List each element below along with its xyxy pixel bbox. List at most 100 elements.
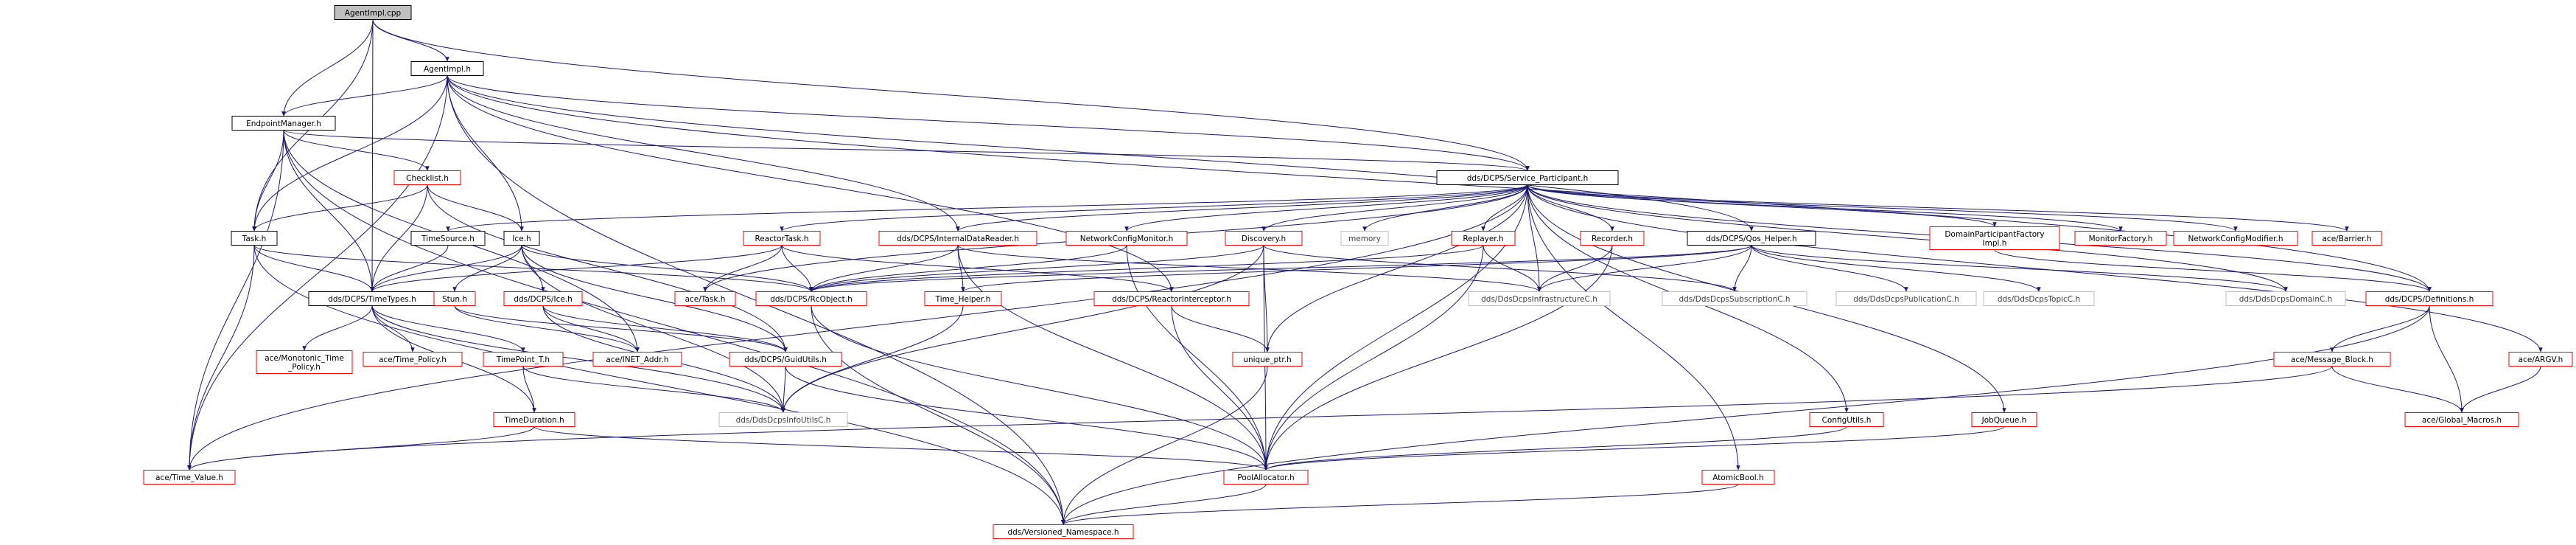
node-replayer-h[interactable]: Replayer.h bbox=[1451, 231, 1516, 246]
node-monitorfactory-h[interactable]: MonitorFactory.h bbox=[2074, 231, 2167, 246]
edge-ice_h-to-ddsdcpsinfoutilsc_h bbox=[521, 245, 785, 413]
node-box bbox=[433, 291, 476, 306]
node-agentimpl-h[interactable]: AgentImpl.h bbox=[410, 61, 484, 76]
edge-timepoint_t_h-to-timeduration_h bbox=[522, 366, 536, 413]
node-box bbox=[1983, 291, 2095, 306]
edge-agentimpl_cpp-to-agentimpl_h bbox=[372, 19, 449, 62]
node-label: dds/DdsDcpsSubscriptionC.h bbox=[1679, 295, 1790, 304]
node-networkconfigmodifier-h[interactable]: NetworkConfigModifier.h bbox=[2173, 231, 2298, 246]
node-atomicbool-h[interactable]: AtomicBool.h bbox=[1701, 470, 1775, 485]
node-label: AtomicBool.h bbox=[1712, 473, 1763, 482]
node-timeduration-h[interactable]: TimeDuration.h bbox=[493, 412, 575, 427]
node-label: dds/DCPS/GuidUtils.h bbox=[744, 355, 827, 364]
node-timesource-h[interactable]: TimeSource.h bbox=[410, 231, 486, 246]
node-jobqueue-h[interactable]: JobQueue.h bbox=[1971, 412, 2037, 427]
node-box bbox=[2311, 231, 2382, 246]
node-ice-h[interactable]: Ice.h bbox=[503, 231, 540, 246]
edge-agentimpl_h-to-task_h bbox=[252, 75, 448, 232]
node-rcobject-h[interactable]: dds/DCPS/RcObject.h bbox=[755, 291, 867, 306]
edge-definitions_h-to-versioned_namespace_h bbox=[1061, 305, 2430, 525]
node-qos-helper-h[interactable]: dds/DCPS/Qos_Helper.h bbox=[1687, 231, 1816, 246]
edge-configutils_h-to-poolallocator_h bbox=[1264, 426, 1847, 471]
node-discovery-h[interactable]: Discovery.h bbox=[1225, 231, 1303, 246]
node-definitions-h[interactable]: dds/DCPS/Definitions.h bbox=[2365, 291, 2493, 306]
edge-ice_h-to-rcobject_h bbox=[521, 245, 813, 292]
edge-ace_argv_h-to-ace_global_macros_h bbox=[2460, 366, 2541, 413]
node-recorder-h[interactable]: Recorder.h bbox=[1580, 231, 1645, 246]
node-label: dds/DCPS/RcObject.h bbox=[770, 295, 853, 304]
node-timepoint-t-h[interactable]: TimePoint_T.h bbox=[483, 352, 564, 367]
node-ace-task-h[interactable]: ace/Task.h bbox=[674, 291, 736, 306]
node-box bbox=[2074, 231, 2167, 246]
node-agentimpl-cpp[interactable]: AgentImpl.cpp bbox=[334, 5, 412, 20]
node-box bbox=[483, 352, 564, 367]
node-ace-time-policy-h[interactable]: ace/Time_Policy.h bbox=[363, 352, 463, 367]
node-networkconfigmonitor-h[interactable]: NetworkConfigMonitor.h bbox=[1065, 231, 1188, 246]
node-unique-ptr-h[interactable]: unique_ptr.h bbox=[1232, 352, 1303, 367]
edge-reactortask_h-to-reactorinterceptor_h bbox=[781, 245, 1174, 292]
node-stun-h[interactable]: Stun.h bbox=[433, 291, 476, 306]
node-timetypes-h[interactable]: dds/DCPS/TimeTypes.h bbox=[308, 291, 436, 306]
node-label: ace/Time_Policy.h bbox=[379, 355, 447, 364]
node-guidutils-h[interactable]: dds/DCPS/GuidUtils.h bbox=[729, 352, 842, 367]
node-configutils-h[interactable]: ConfigUtils.h bbox=[1809, 412, 1884, 427]
node-box bbox=[993, 524, 1134, 539]
node-task-h[interactable]: Task.h bbox=[231, 231, 278, 246]
edge-ice_ice_h-to-ace_inet_addr_h bbox=[542, 305, 640, 353]
edge-qos_helper_h-to-ddsdcpsdomainc_h bbox=[1751, 245, 2288, 292]
edge-timepoint_t_h-to-ddsdcpsinfoutilsc_h bbox=[522, 366, 785, 413]
node-ace-monotonic-time-policy-h[interactable]: ace/Monotonic_Time_Policy.h bbox=[256, 350, 353, 374]
node-label: AgentImpl.h bbox=[424, 65, 471, 74]
node-box bbox=[1232, 352, 1303, 367]
node-label: ace/Global_Macros.h bbox=[2422, 416, 2502, 425]
edge-replayer_h-to-poolallocator_h bbox=[1264, 245, 1484, 471]
edge-service_participant_h-to-monitorfactory_h bbox=[1527, 184, 2123, 232]
node-endpointmanager-h[interactable]: EndpointManager.h bbox=[231, 116, 336, 131]
node-ace-barrier-h[interactable]: ace/Barrier.h bbox=[2311, 231, 2382, 246]
node-label: dds/DCPS/TimeTypes.h bbox=[328, 295, 416, 304]
edge-guidutils_h-to-poolallocator_h bbox=[785, 366, 1268, 471]
node-ace-argv-h[interactable]: ace/ARGV.h bbox=[2508, 352, 2573, 367]
edge-checklist_h-to-guidutils_h bbox=[427, 184, 788, 353]
edge-agentimpl_cpp-to-endpointmanager_h bbox=[281, 19, 374, 117]
node-reactortask-h[interactable]: ReactorTask.h bbox=[743, 231, 821, 246]
edge-service_participant_h-to-ace_argv_h bbox=[1527, 184, 2543, 353]
node-time-helper-h[interactable]: Time_Helper.h bbox=[924, 291, 1002, 306]
edge-jobqueue_h-to-poolallocator_h bbox=[1264, 426, 2005, 471]
edge-endpointmanager_h-to-ace_time_value_h bbox=[187, 130, 284, 471]
edge-rcobject_h-to-versioned_namespace_h bbox=[811, 305, 1065, 525]
edge-guidutils_h-to-ddsdcpsinfoutilsc_h bbox=[781, 366, 786, 413]
edge-service_participant_h-to-domainparticipantfactoryimpl_h bbox=[1527, 184, 1997, 227]
node-box bbox=[2173, 231, 2298, 246]
node-label: ace/Barrier.h bbox=[2322, 235, 2371, 243]
node-label: unique_ptr.h bbox=[1243, 355, 1291, 364]
node-box bbox=[1093, 291, 1250, 306]
node-box bbox=[878, 231, 1037, 246]
node-label: dds/DdsDcpsDomainC.h bbox=[2239, 295, 2333, 304]
node-ace-message-block-h[interactable]: ace/Message_Block.h bbox=[2273, 352, 2391, 367]
node-ice-ice-h[interactable]: dds/DCPS/Ice.h bbox=[503, 291, 583, 306]
edge-endpointmanager_h-to-service_participant_h bbox=[283, 130, 1530, 171]
node-label: ace/Message_Block.h bbox=[2291, 355, 2373, 364]
node-ace-inet-addr-h[interactable]: ace/INET_Addr.h bbox=[592, 352, 682, 367]
node-versioned-namespace-h[interactable]: dds/Versioned_Namespace.h bbox=[993, 524, 1134, 539]
node-poolallocator-h[interactable]: PoolAllocator.h bbox=[1223, 470, 1309, 485]
edge-discovery_h-to-ddsdcpsinfoutilsc_h bbox=[781, 245, 1264, 413]
node-label: dds/DCPS/InternalDataReader.h bbox=[897, 235, 1019, 243]
node-checklist-h[interactable]: Checklist.h bbox=[393, 170, 461, 185]
edge-ace_message_block_h-to-ace_global_macros_h bbox=[2331, 366, 2464, 413]
node-service-participant-h[interactable]: dds/DCPS/Service_Participant.h bbox=[1436, 170, 1619, 185]
node-ace-global-macros-h[interactable]: ace/Global_Macros.h bbox=[2404, 412, 2519, 427]
edge-networkconfigmonitor_h-to-poolallocator_h bbox=[1126, 245, 1268, 471]
edge-internaldatareader_h-to-ddsdcpsinfrastructurec_h bbox=[957, 245, 1541, 292]
node-ddsdcpsdomainc-h: dds/DdsDcpsDomainC.h bbox=[2225, 291, 2346, 306]
node-reactorinterceptor-h[interactable]: dds/DCPS/ReactorInterceptor.h bbox=[1093, 291, 1250, 306]
node-box bbox=[493, 412, 575, 427]
node-label: ace/Task.h bbox=[685, 295, 726, 304]
node-box bbox=[1340, 231, 1389, 246]
node-ace-time-value-h[interactable]: ace/Time_Value.h bbox=[143, 470, 236, 485]
node-internaldatareader-h[interactable]: dds/DCPS/InternalDataReader.h bbox=[878, 231, 1037, 246]
edge-service_participant_h-to-ddsdcpsinfrastructurec_h bbox=[1527, 184, 1541, 292]
